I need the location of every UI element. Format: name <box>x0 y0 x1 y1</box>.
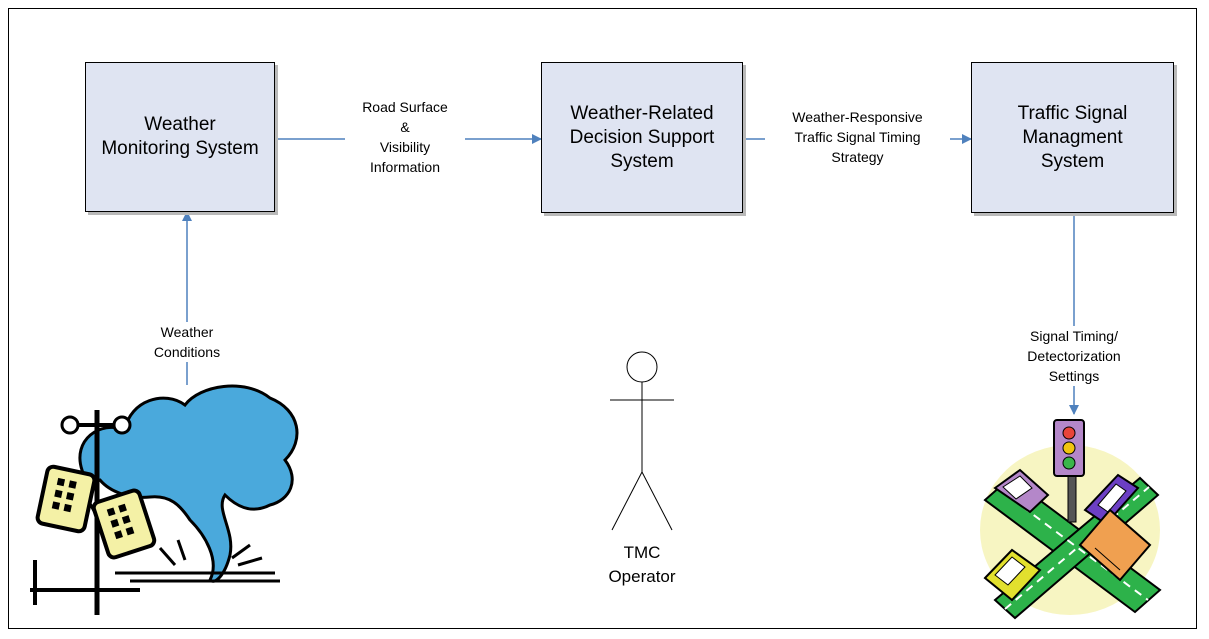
weather-monitoring-system-label: Weather Monitoring System <box>101 114 259 159</box>
truck-icon <box>1078 508 1152 582</box>
signal-timing-settings-label: Signal Timing/ Detectorization Settings <box>1007 326 1141 386</box>
car-icon <box>1083 473 1140 526</box>
intersection-illustration <box>980 419 1162 620</box>
weather-station-illustration <box>30 384 299 615</box>
car-icon <box>983 548 1042 602</box>
tmc-operator-label: TMC Operator <box>608 543 676 586</box>
storm-cloud-icon <box>78 384 299 583</box>
traffic-light-icon <box>1053 419 1085 477</box>
solar-panel-icon <box>35 464 97 534</box>
operator-stick-figure-icon <box>610 351 674 531</box>
decision-support-system-label: Weather-Related Decision Support System <box>569 102 715 172</box>
signal-management-system-box: Traffic Signal Managment System <box>971 62 1174 213</box>
signal-management-system-label: Traffic Signal Managment System <box>1017 102 1128 172</box>
weather-conditions-label: Weather Conditions <box>132 322 242 362</box>
car-icon <box>993 468 1050 514</box>
weather-monitoring-system-box: Weather Monitoring System <box>85 62 275 212</box>
solar-panel-icon <box>91 488 157 560</box>
timing-strategy-label: Weather-Responsive Traffic Signal Timing… <box>765 107 950 167</box>
decision-support-system-box: Weather-Related Decision Support System <box>541 62 743 213</box>
road-surface-visibility-label: Road Surface & Visibility Information <box>345 97 465 177</box>
